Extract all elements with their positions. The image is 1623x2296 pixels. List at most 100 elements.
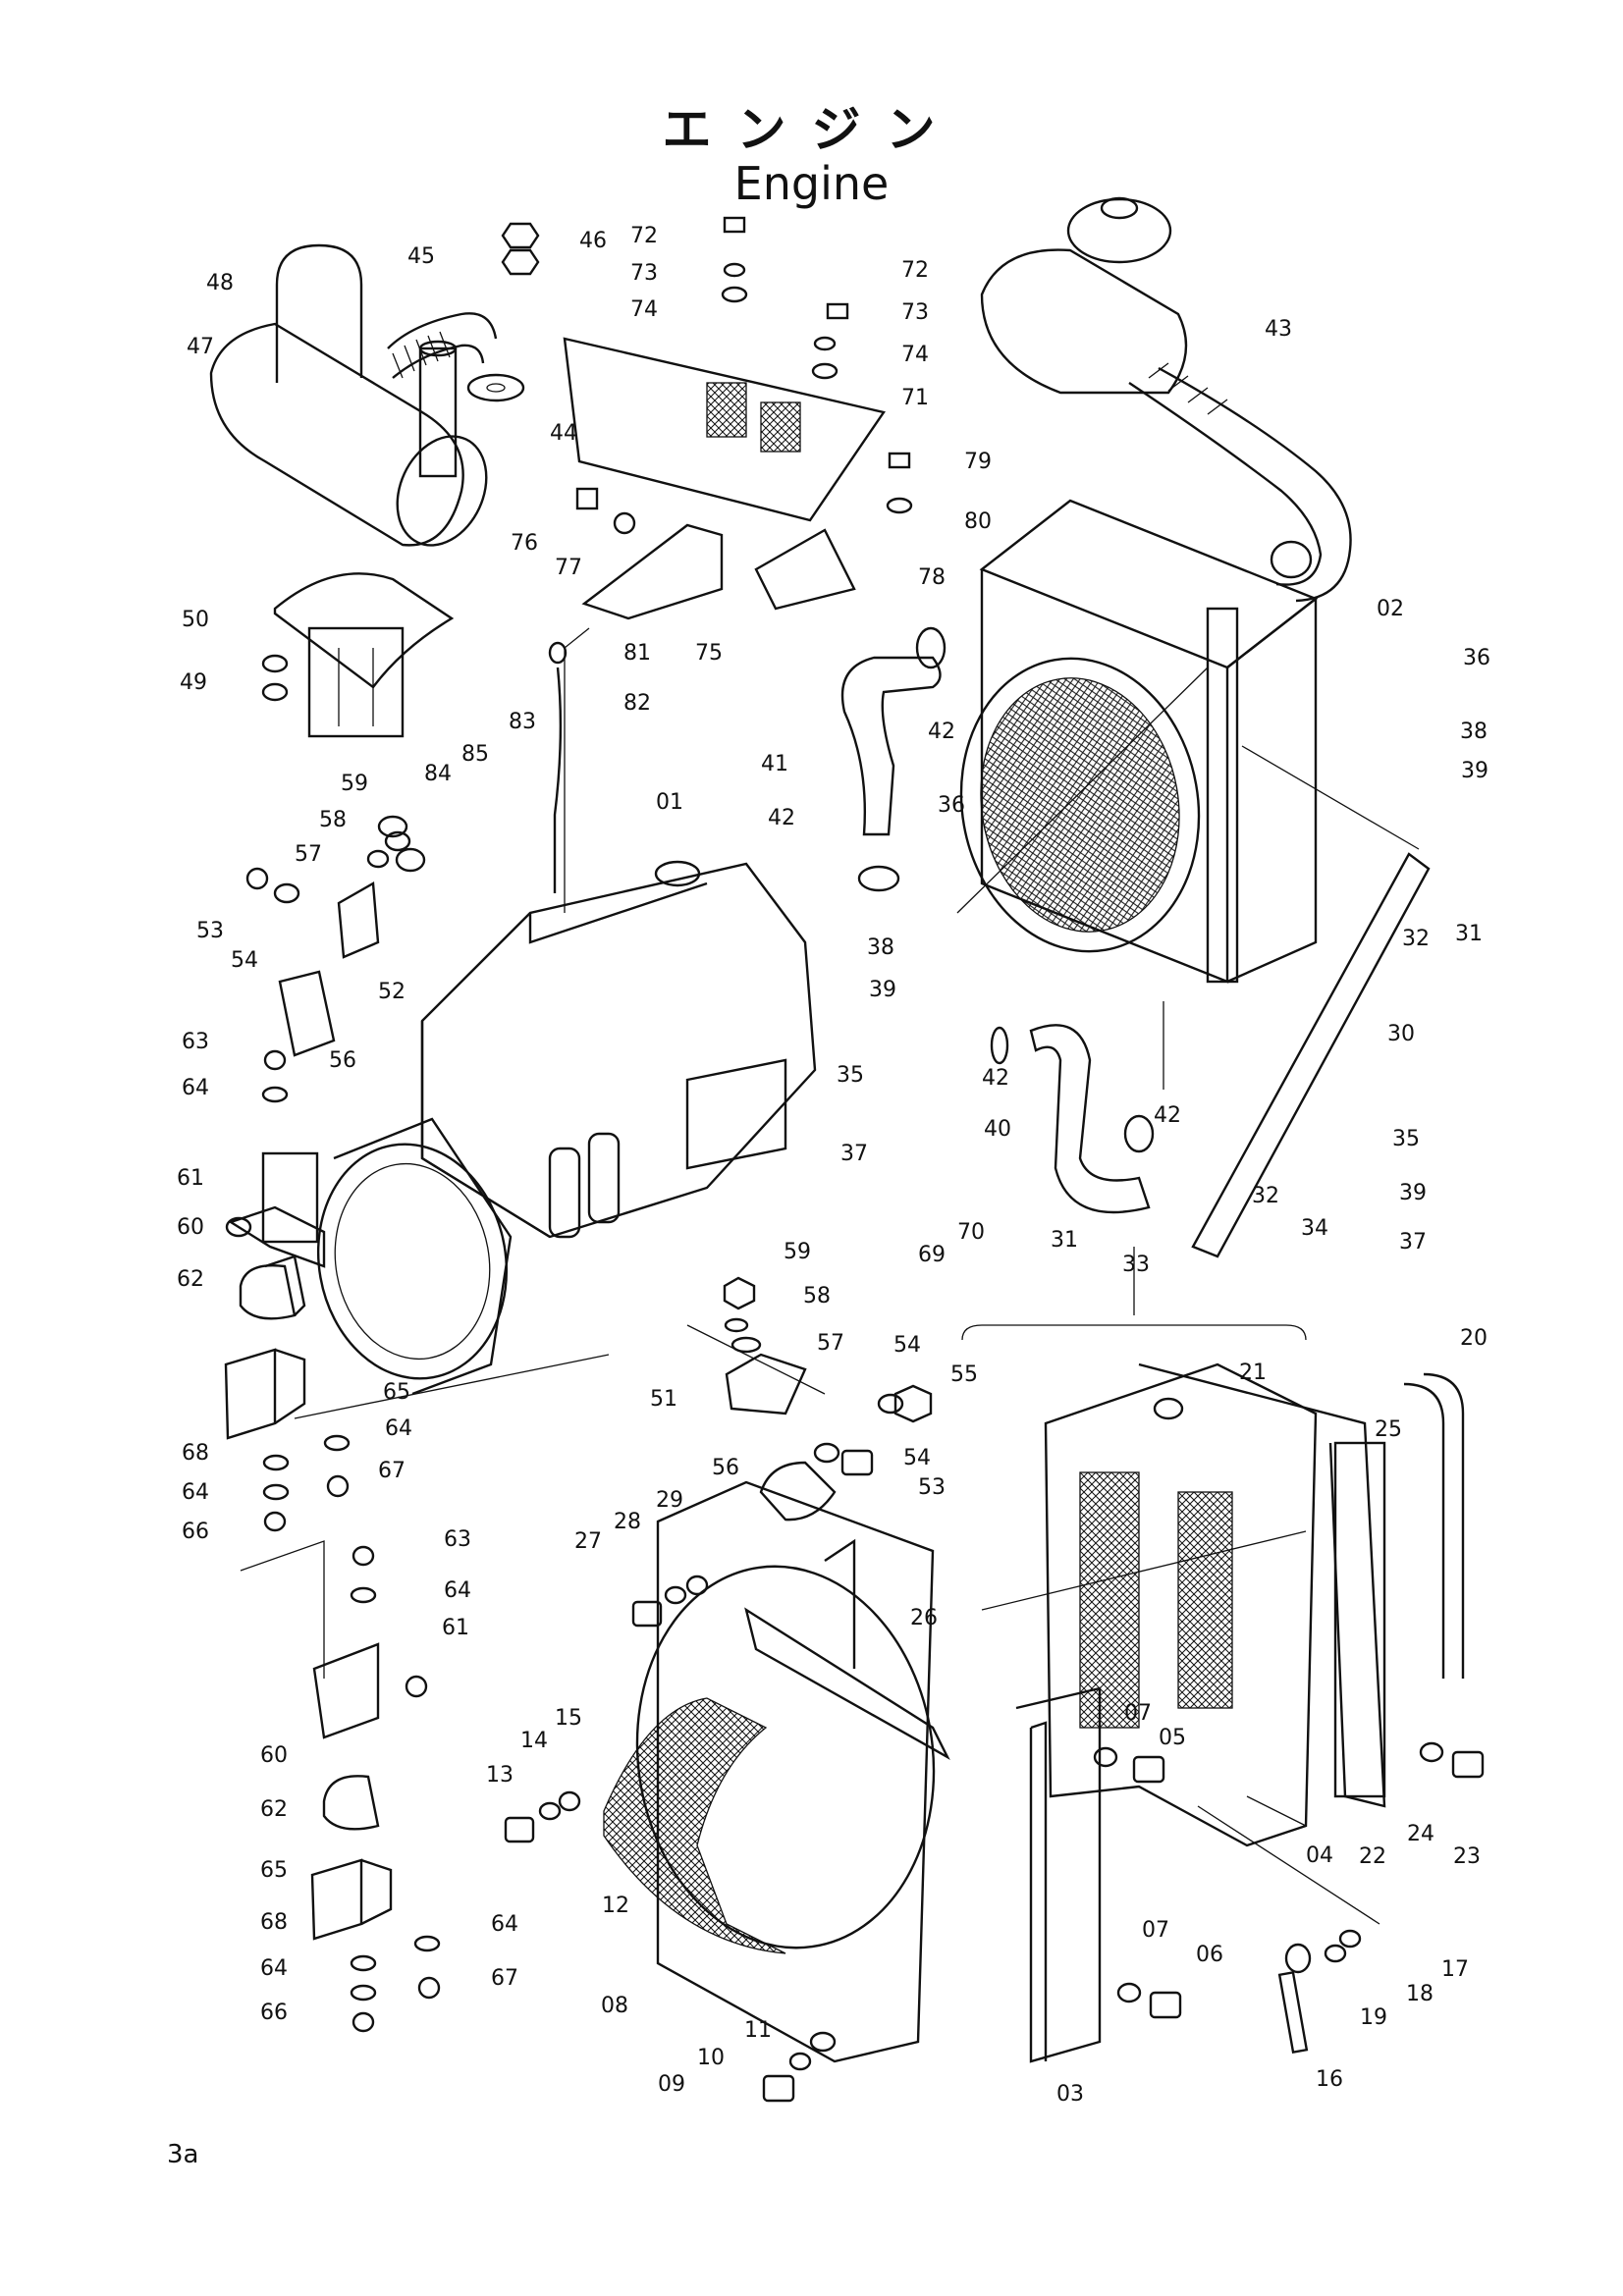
label-54-lower: 54 — [903, 1446, 931, 1470]
label-65-upper: 65 — [383, 1380, 410, 1405]
label-58-lower: 58 — [803, 1284, 831, 1308]
label-30: 30 — [1387, 1022, 1415, 1046]
flywheel-housing — [316, 1117, 513, 1396]
label-35-center: 35 — [837, 1063, 864, 1088]
label-69: 69 — [918, 1243, 946, 1267]
label-44: 44 — [550, 421, 577, 446]
upper-hose-41 — [840, 656, 942, 836]
cushion-62-lower — [322, 1775, 380, 1831]
label-66-lower: 66 — [260, 2001, 288, 2025]
label-26: 26 — [910, 1606, 938, 1630]
label-23: 23 — [1453, 1844, 1481, 1869]
label-08: 08 — [601, 1994, 628, 2018]
label-74-lower: 74 — [901, 343, 929, 367]
label-64-a: 64 — [182, 1076, 209, 1100]
cushion-56 — [759, 1461, 837, 1522]
label-13: 13 — [486, 1763, 514, 1788]
label-67-lower: 67 — [491, 1966, 518, 1991]
tail-pipe — [418, 340, 458, 478]
label-60-lower: 60 — [260, 1743, 288, 1768]
label-54-upper: 54 — [231, 948, 258, 973]
label-39-center: 39 — [869, 978, 896, 1002]
label-12: 12 — [602, 1894, 629, 1918]
label-46: 46 — [579, 229, 607, 253]
label-82: 82 — [623, 691, 651, 716]
bolts-76-77 — [575, 487, 636, 535]
drain-cock-16-19 — [1277, 1929, 1362, 2054]
label-45: 45 — [407, 244, 435, 269]
label-71: 71 — [901, 386, 929, 410]
label-72-upper: 72 — [630, 224, 658, 248]
label-55: 55 — [950, 1362, 978, 1387]
label-37-right: 37 — [1399, 1230, 1427, 1255]
label-81: 81 — [623, 641, 651, 666]
nuts-49 — [261, 654, 289, 702]
hardware-53-59 — [245, 830, 933, 1476]
title-japanese: エンジン — [662, 101, 961, 158]
page-number: 3a — [167, 2140, 199, 2169]
washers-bolts-63-68 — [225, 1049, 441, 2033]
label-56-upper: 56 — [329, 1048, 356, 1073]
muffler-bracket — [273, 572, 455, 738]
engine-mount-upper — [278, 815, 408, 1057]
title-english: Engine — [733, 157, 890, 210]
reserve-tube-20 — [1403, 1372, 1465, 1679]
label-05: 05 — [1159, 1726, 1186, 1750]
part-labels: 01 02 03 04 05 06 07 07 08 09 10 11 12 1… — [177, 224, 1490, 2107]
label-19: 19 — [1360, 2005, 1387, 2030]
label-57-upper: 57 — [295, 842, 322, 867]
support-26 — [744, 1538, 950, 1760]
label-59-upper: 59 — [341, 772, 368, 796]
label-76: 76 — [511, 531, 538, 556]
label-67-upper: 67 — [378, 1459, 406, 1483]
label-07-upper: 07 — [1124, 1701, 1152, 1726]
rear-mount-bracket-60 — [312, 1642, 380, 1739]
oil-level-gauge-82 — [548, 641, 568, 893]
label-72-lower: 72 — [901, 258, 929, 283]
air-cleaner — [980, 196, 1188, 395]
label-33: 33 — [1122, 1253, 1150, 1277]
label-79: 79 — [964, 450, 992, 474]
label-57-lower: 57 — [817, 1331, 844, 1356]
label-85: 85 — [461, 742, 489, 767]
label-17: 17 — [1441, 1957, 1469, 1982]
stopper-65 — [224, 1348, 306, 1440]
label-32-center: 32 — [1252, 1184, 1279, 1208]
label-65-lower: 65 — [260, 1858, 288, 1883]
label-52: 52 — [378, 980, 406, 1004]
label-43: 43 — [1265, 317, 1292, 342]
label-75: 75 — [695, 641, 723, 666]
label-64-b: 64 — [385, 1416, 412, 1441]
label-21: 21 — [1239, 1361, 1267, 1385]
label-47: 47 — [187, 335, 214, 359]
leader-lines — [240, 627, 1420, 1925]
engine-01 — [420, 860, 817, 1239]
label-49: 49 — [180, 670, 207, 695]
label-70: 70 — [957, 1220, 985, 1245]
label-04: 04 — [1306, 1843, 1333, 1868]
label-24: 24 — [1407, 1822, 1434, 1846]
label-18: 18 — [1406, 1982, 1434, 2006]
label-22: 22 — [1359, 1844, 1386, 1869]
label-14: 14 — [520, 1729, 548, 1753]
label-07-lower: 07 — [1142, 1918, 1169, 1943]
label-54-center: 54 — [893, 1333, 921, 1358]
label-40: 40 — [984, 1117, 1011, 1142]
muffler — [209, 322, 488, 547]
label-84: 84 — [424, 762, 452, 786]
label-74-upper: 74 — [630, 297, 658, 322]
label-15: 15 — [555, 1706, 582, 1731]
radiator-assembly-02 — [959, 499, 1319, 984]
label-51: 51 — [650, 1387, 677, 1412]
label-59-lower: 59 — [784, 1240, 811, 1264]
label-73-upper: 73 — [630, 261, 658, 286]
label-29: 29 — [656, 1488, 683, 1513]
exhaust-elbow — [387, 312, 498, 379]
label-58-upper: 58 — [319, 808, 347, 832]
top-cover — [563, 337, 886, 522]
label-80: 80 — [964, 509, 992, 534]
label-83: 83 — [509, 710, 536, 734]
label-11: 11 — [744, 2018, 772, 2043]
label-06: 06 — [1196, 1943, 1223, 1967]
